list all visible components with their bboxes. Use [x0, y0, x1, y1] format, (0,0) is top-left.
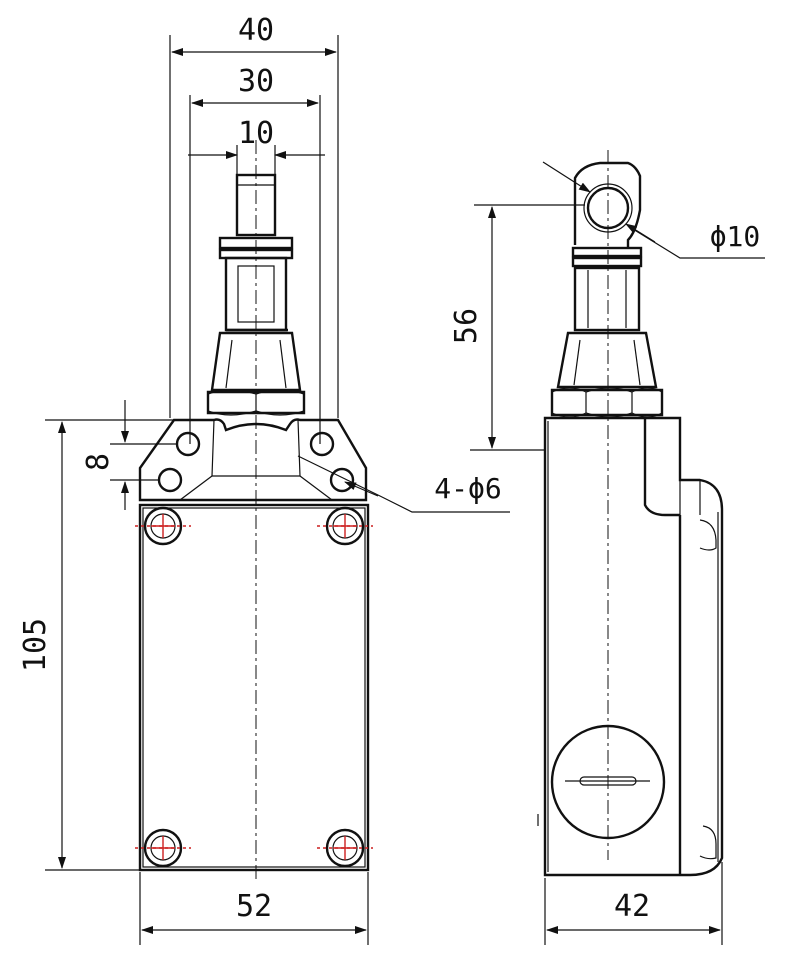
phi10-label: ϕ10: [710, 220, 761, 253]
holes-label: 4-ϕ6: [434, 472, 501, 505]
switch-body-front: [138, 503, 370, 872]
side-cone: [550, 331, 664, 418]
dim-30-label: 30: [238, 64, 274, 99]
screw-bottom-left: [135, 828, 191, 868]
dim-40-label: 40: [238, 13, 274, 48]
dim-8-label: 8: [81, 453, 116, 471]
front-dimensions: 40 30 10 8 105 52 4-ϕ6: [18, 13, 510, 945]
side-dimensions: 56 ϕ10 42: [449, 161, 765, 945]
dim-42-label: 42: [614, 889, 650, 924]
dim-52-label: 52: [236, 889, 272, 924]
mounting-flange: [138, 418, 368, 502]
dim-10-label: 10: [238, 116, 274, 151]
front-view: [135, 140, 373, 880]
dim-105-label: 105: [18, 618, 53, 672]
dim-56-label: 56: [449, 308, 484, 344]
switch-body-side: [543, 416, 724, 877]
screw-top-left: [135, 506, 191, 546]
holes-leader: [297, 455, 510, 513]
holes-leader-arrow: [344, 481, 379, 497]
phi10-leader-in: [542, 161, 591, 193]
side-view: [537, 150, 724, 877]
screw-bottom-right: [317, 828, 373, 868]
side-collar: [571, 246, 643, 332]
plunger-cone: [206, 331, 306, 416]
cover-screws: [135, 506, 373, 868]
screw-top-right: [317, 506, 373, 546]
